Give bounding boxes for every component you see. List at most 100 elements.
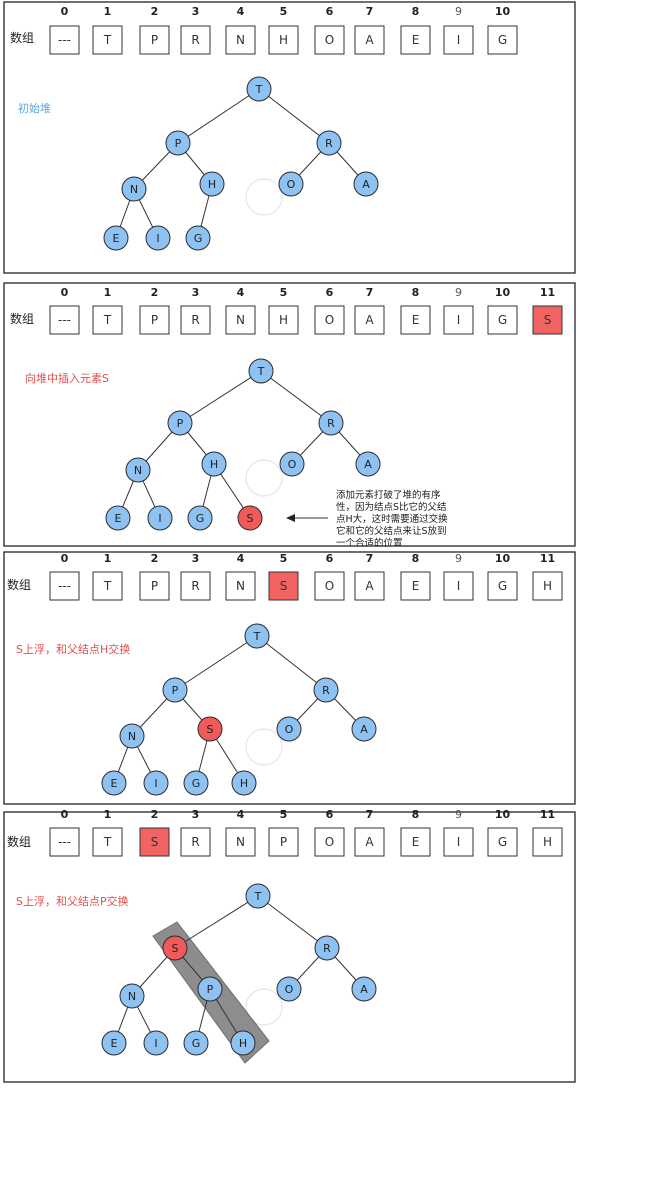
tree-node	[199, 171, 225, 197]
tree-node-label: P	[172, 684, 179, 697]
array-cell-value: P	[151, 313, 158, 327]
array-cell-value: G	[498, 835, 507, 849]
array-cell	[139, 25, 170, 55]
explanation-note-line: 性，因为结点S比它的父结	[336, 501, 447, 513]
array-cell-value: S	[280, 579, 288, 593]
array-cell	[443, 827, 474, 857]
array-cell	[532, 571, 563, 601]
array-cell	[268, 25, 299, 55]
tree-node-label: T	[255, 83, 263, 96]
array-index-label: 3	[192, 552, 200, 565]
array-cell	[268, 305, 299, 335]
tree-node	[276, 976, 302, 1002]
tree-node	[351, 716, 377, 742]
tree-node-label: E	[113, 232, 120, 245]
array-cell	[225, 827, 256, 857]
array-cell-value: H	[279, 33, 288, 47]
array-cell-value: O	[325, 579, 334, 593]
array-cell-value: P	[151, 579, 158, 593]
array-index-label: 1	[104, 286, 112, 299]
tree-node-label: N	[128, 730, 136, 743]
array-cell	[487, 571, 518, 601]
array-cell	[354, 571, 385, 601]
watermark-logo-icon	[245, 988, 283, 1026]
array-cell	[354, 25, 385, 55]
tree-edge	[258, 88, 330, 144]
tree-node-label: I	[158, 512, 161, 525]
array-index-label: 11	[540, 552, 555, 565]
tree-edge	[260, 370, 332, 424]
array-index-label: 5	[280, 552, 288, 565]
array-title: 数组	[10, 30, 34, 45]
array-cell	[225, 305, 256, 335]
array-cell	[314, 571, 345, 601]
tree-node	[145, 225, 171, 251]
arrow-head-icon	[286, 514, 295, 522]
array-cell	[180, 25, 211, 55]
panel-frame	[3, 282, 576, 547]
array-index-label: 3	[192, 5, 200, 18]
array-cell-value: N	[236, 835, 245, 849]
array-index-label: 4	[237, 286, 245, 299]
array-cell	[92, 305, 123, 335]
tree-node	[119, 723, 145, 749]
array-cell	[49, 827, 80, 857]
tree-node-label: I	[154, 1037, 157, 1050]
array-cell-value: E	[412, 33, 420, 47]
tree-node	[279, 451, 305, 477]
watermark-logo-icon	[245, 178, 283, 216]
tree-node-label: O	[285, 983, 294, 996]
array-index-label: 2	[151, 552, 159, 565]
array-cell	[354, 827, 385, 857]
array-cell-value: N	[236, 579, 245, 593]
array-cell	[487, 827, 518, 857]
tree-edge	[174, 895, 259, 949]
array-cell-value: H	[543, 835, 552, 849]
array-cell-highlighted	[532, 305, 563, 335]
array-cell-value: P	[151, 33, 158, 47]
tree-node-highlighted	[197, 716, 223, 742]
tree-node-label: T	[254, 890, 262, 903]
array-index-label: 8	[412, 808, 420, 821]
tree-edge	[257, 895, 328, 949]
heap-state-label: S上浮，和父结点P交换	[16, 894, 129, 908]
array-cell	[400, 25, 431, 55]
array-cell-value: ---	[58, 313, 71, 327]
array-cell	[225, 571, 256, 601]
array-cell	[92, 571, 123, 601]
array-cell	[400, 305, 431, 335]
tree-node	[143, 1030, 169, 1056]
tree-node-label: S	[207, 723, 214, 736]
array-index-label: 2	[151, 5, 159, 18]
array-cell-value: A	[365, 313, 374, 327]
array-cell	[49, 571, 80, 601]
tree-node-label: S	[247, 512, 254, 525]
array-index-label: 4	[237, 808, 245, 821]
explanation-note-line: 它和它的父结点来让S放到	[336, 525, 447, 537]
array-cell	[314, 305, 345, 335]
tree-node	[246, 76, 272, 102]
array-cell-value: ---	[58, 33, 71, 47]
tree-node	[248, 358, 274, 384]
array-index-label: 6	[326, 286, 334, 299]
tree-node	[353, 171, 379, 197]
array-index-label: 0	[61, 5, 69, 18]
tree-node	[230, 1030, 256, 1056]
array-cell	[139, 571, 170, 601]
tree-node-label: T	[253, 630, 261, 643]
array-index-label: 4	[237, 5, 245, 18]
tree-edge	[256, 635, 327, 691]
array-cell-value: N	[236, 313, 245, 327]
tree-node	[119, 983, 145, 1009]
tree-node-label: O	[288, 458, 297, 471]
array-index-label: 3	[192, 286, 200, 299]
array-index-label: 0	[61, 808, 69, 821]
array-title: 数组	[7, 834, 31, 849]
tree-node-label: I	[154, 777, 157, 790]
array-cell-value: H	[543, 579, 552, 593]
array-cell-value: G	[498, 579, 507, 593]
tree-node-label: P	[177, 417, 184, 430]
array-index-label: 7	[366, 5, 374, 18]
